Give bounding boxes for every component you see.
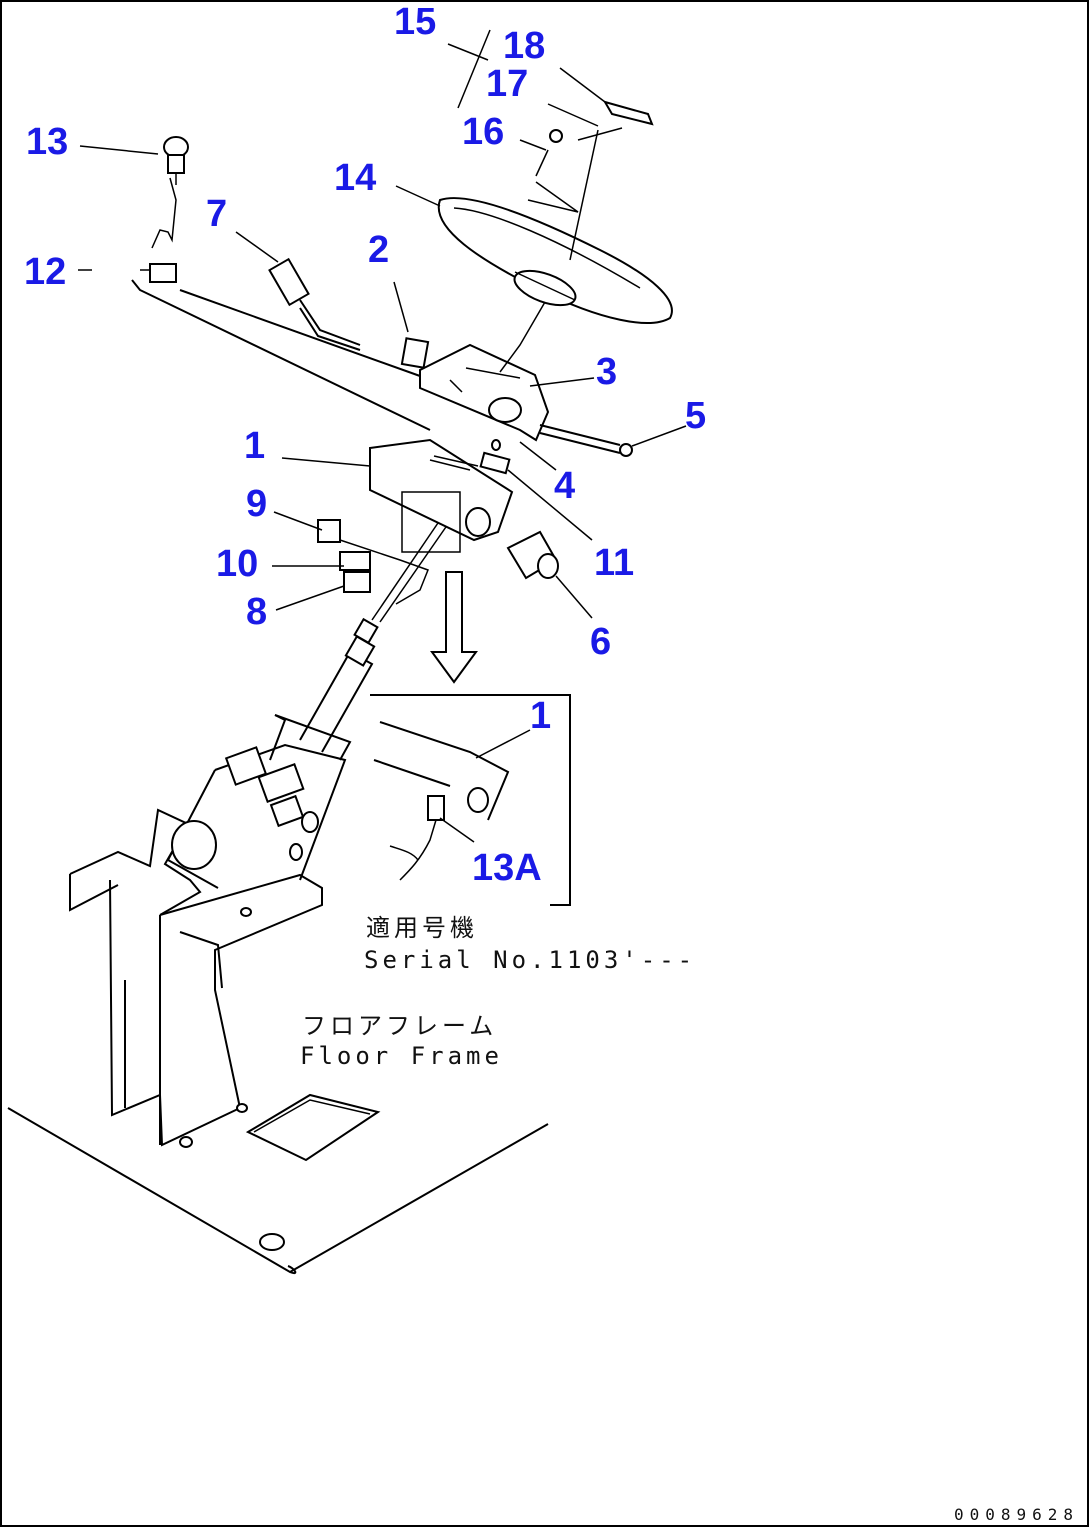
gear-lever	[268, 257, 361, 351]
callout-3: 3	[596, 351, 617, 393]
callout-1: 1	[244, 425, 265, 467]
callout-15: 15	[394, 1, 436, 43]
callout-7: 7	[206, 193, 227, 235]
small-parts	[479, 439, 511, 475]
relays-connectors	[317, 519, 429, 605]
callout-5: 5	[685, 395, 706, 437]
detail-view	[370, 694, 571, 906]
column-cover-upper	[419, 343, 550, 442]
column-stand	[69, 714, 352, 1148]
steering-wheel	[437, 197, 673, 373]
annotations: 適用号機 Serial No.1103'--- フロアフレーム Floor Fr…	[300, 914, 1079, 1524]
turn-signal-lever	[539, 424, 633, 457]
floor-frame-label-en: Floor Frame	[300, 1042, 503, 1070]
callout-6: 6	[590, 621, 611, 663]
callout-16: 16	[462, 111, 504, 153]
floor-frame-label-jp: フロアフレーム	[302, 1012, 497, 1040]
column-cover-lower	[369, 438, 514, 553]
detail-arrow	[430, 571, 478, 684]
detail-callout-13a: 13A	[472, 847, 542, 889]
callout-12: 12	[24, 251, 66, 293]
callout-4: 4	[554, 465, 575, 507]
key-switch	[506, 530, 559, 580]
serial-note-jp: 適用号機	[366, 914, 478, 942]
callout-13: 13	[26, 121, 68, 163]
callout-11: 11	[594, 542, 634, 584]
serial-note-en: Serial No.1103'---	[364, 946, 696, 974]
harness-wire	[131, 177, 431, 431]
horn-cap-assembly	[527, 100, 654, 261]
callout-18: 18	[503, 25, 545, 67]
horn-button	[163, 136, 189, 185]
callout-9: 9	[246, 483, 267, 525]
callout-17: 17	[486, 63, 528, 105]
callout-14: 14	[334, 157, 376, 199]
drawing-code: 00089628	[954, 1505, 1079, 1524]
clip-part	[400, 337, 430, 369]
callout-2: 2	[368, 229, 389, 271]
detail-callout-1: 1	[530, 695, 551, 737]
callout-numbers: 15 18 17 16 14 13 12 7 2 3 5 1 4 9 11 10…	[24, 1, 706, 889]
steering-shaft	[299, 519, 449, 753]
callout-10: 10	[216, 543, 258, 585]
leader-lines	[78, 29, 687, 843]
floor-frame-plate	[7, 1093, 549, 1275]
callout-8: 8	[246, 591, 267, 633]
